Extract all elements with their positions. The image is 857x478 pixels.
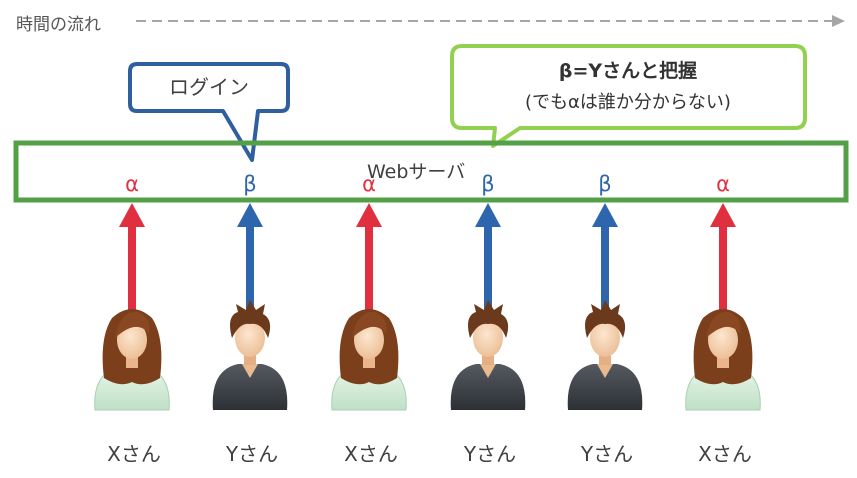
female-user-icon	[331, 309, 407, 411]
access-label-alpha: α	[125, 172, 139, 196]
user-name-label: Xさん	[344, 442, 398, 466]
male-user-icon	[567, 300, 643, 410]
user-name-label: Xさん	[698, 442, 752, 466]
female-user-icon	[685, 309, 761, 411]
user-name-label: Yさん	[580, 442, 634, 466]
access-label-beta: β	[481, 172, 495, 196]
access-label-beta: β	[243, 172, 257, 196]
access-label-alpha: α	[362, 172, 376, 196]
access-label-alpha: α	[716, 172, 730, 196]
info-callout-subtitle: (でもαは誰か分からない)	[525, 92, 731, 113]
access-arrow-alpha	[710, 203, 736, 310]
access-arrow-beta	[237, 203, 263, 310]
access-arrow-beta	[592, 203, 618, 310]
login-callout-text: ログイン	[169, 75, 249, 99]
access-arrow-alpha	[119, 203, 145, 310]
info-callout-title: β=Yさんと把握	[558, 60, 698, 82]
access-arrow-alpha	[356, 203, 382, 310]
access-arrow-beta	[475, 203, 501, 310]
web-server-box	[13, 140, 849, 203]
web-server-label: Webサーバ	[367, 161, 466, 183]
female-user-icon	[94, 309, 170, 411]
access-label-beta: β	[598, 172, 612, 196]
user-name-label: Xさん	[107, 442, 161, 466]
user-name-label: Yさん	[463, 442, 517, 466]
male-user-icon	[450, 300, 526, 410]
user-name-label: Yさん	[225, 442, 279, 466]
male-user-icon	[212, 300, 288, 410]
timeline-label: 時間の流れ	[16, 15, 101, 35]
info-callout-bubble	[450, 44, 807, 148]
login-callout-bubble	[128, 62, 290, 162]
timeline-arrow	[136, 15, 845, 27]
